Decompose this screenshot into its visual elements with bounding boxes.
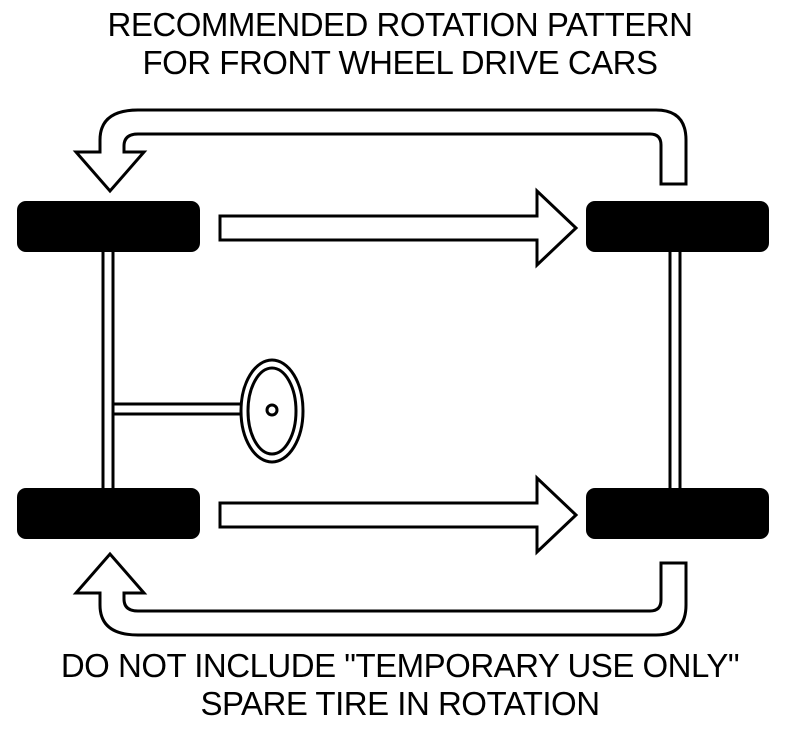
title-line-2: FOR FRONT WHEEL DRIVE CARS	[142, 44, 658, 81]
tire-left-front	[17, 201, 200, 252]
return-arrow-bottom-icon	[72, 551, 688, 637]
diagram-title: RECOMMENDED ROTATION PATTERN FOR FRONT W…	[0, 6, 800, 82]
arrow-right-upper-icon	[218, 187, 579, 269]
spare-tire-note: DO NOT INCLUDE "TEMPORARY USE ONLY" SPAR…	[0, 647, 800, 723]
tire-left-rear	[17, 488, 200, 539]
note-line-1: DO NOT INCLUDE "TEMPORARY USE ONLY"	[60, 647, 740, 684]
left-axle	[101, 248, 115, 492]
steering-wheel-icon	[239, 358, 305, 464]
note-line-2: SPARE TIRE IN ROTATION	[200, 685, 600, 722]
right-axle	[668, 248, 682, 492]
arrow-right-lower-icon	[218, 474, 579, 556]
return-arrow-top-icon	[72, 108, 688, 194]
tire-right-rear	[586, 488, 769, 539]
tire-right-front	[586, 201, 769, 252]
title-line-1: RECOMMENDED ROTATION PATTERN	[107, 6, 693, 43]
